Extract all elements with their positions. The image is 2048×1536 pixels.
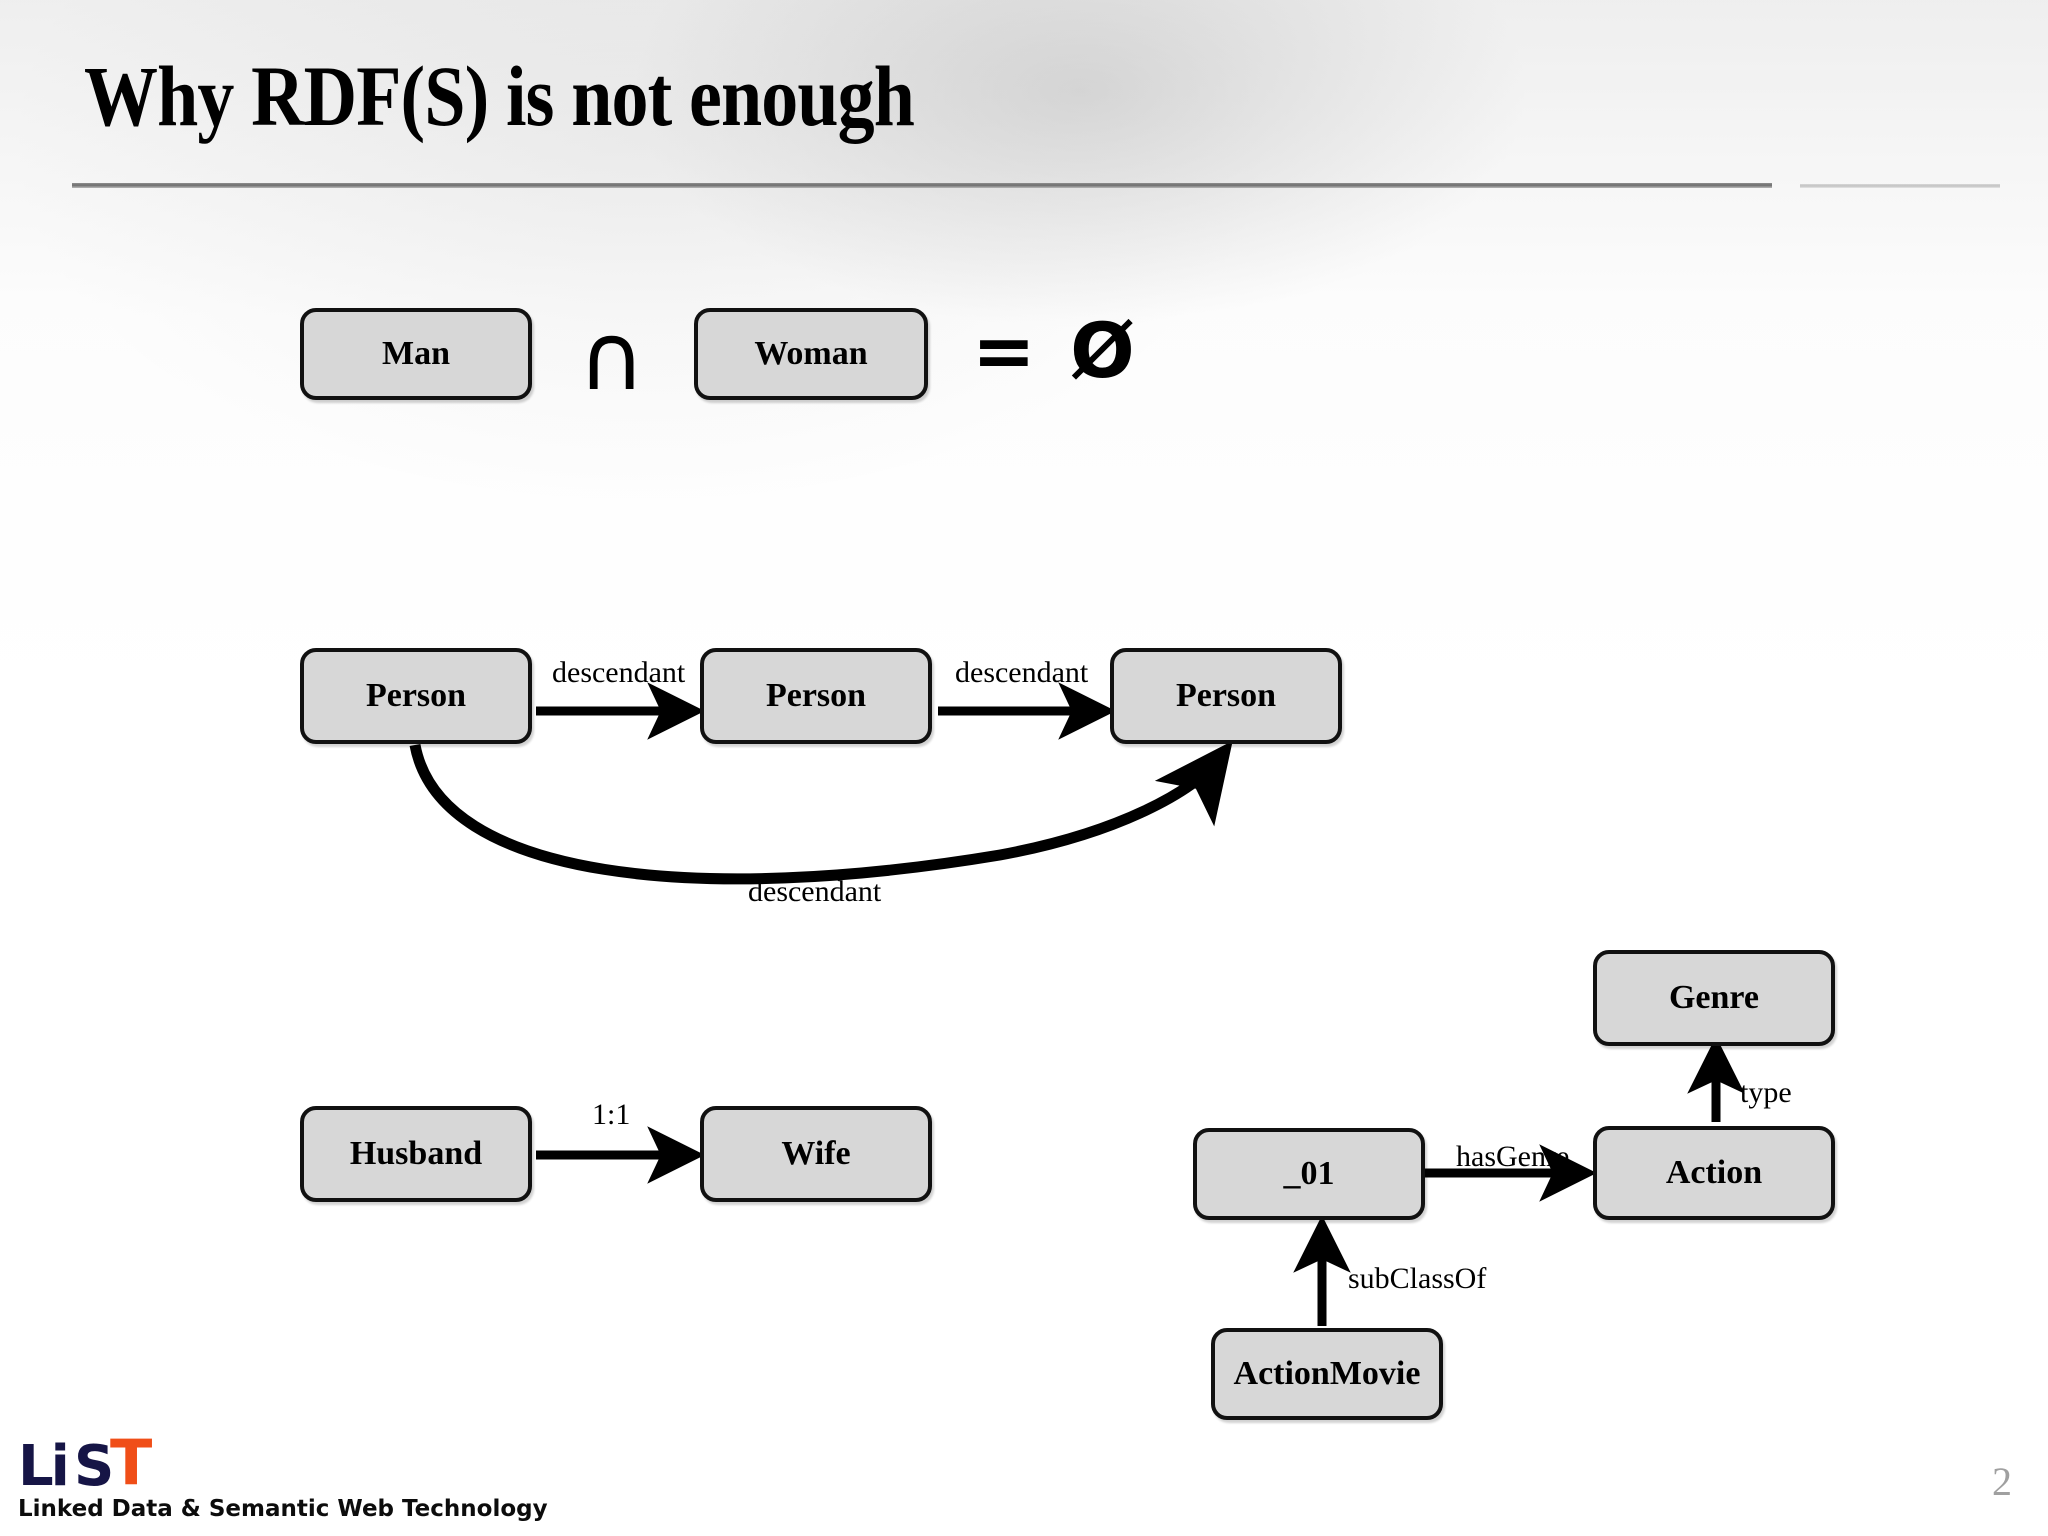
node-man[interactable]: Man — [300, 308, 532, 400]
node-action[interactable]: Action — [1593, 1126, 1835, 1220]
intersection-operator-icon: ∩ — [578, 304, 646, 411]
node-woman[interactable]: Woman — [694, 308, 928, 400]
node-wife[interactable]: Wife — [700, 1106, 932, 1202]
list-logo: Li S T Linked Data & Semantic Web Techno… — [18, 1432, 548, 1530]
node-person-3[interactable]: Person — [1110, 648, 1342, 744]
node-person-2[interactable]: Person — [700, 648, 932, 744]
edge-label-subclassof: subClassOf — [1348, 1262, 1487, 1295]
edge-person1-person3-curved — [409, 740, 1233, 885]
edge-label-descendant-2: descendant — [955, 656, 1089, 689]
page-title: Why RDF(S) is not enough — [84, 48, 915, 144]
edge-label-type: type — [1740, 1076, 1792, 1109]
node-husband[interactable]: Husband — [300, 1106, 532, 1202]
title-divider-rule-secondary — [1800, 184, 2000, 188]
node-01[interactable]: _01 — [1193, 1128, 1425, 1220]
edge-label-one-to-one: 1:1 — [592, 1098, 631, 1131]
node-actionmovie[interactable]: ActionMovie — [1211, 1328, 1443, 1420]
logo-text-li: Li — [18, 1434, 70, 1499]
equals-empty-set-operator: = Ø — [972, 306, 1139, 395]
node-person-1[interactable]: Person — [300, 648, 532, 744]
logo-text-t: T — [110, 1426, 153, 1499]
edge-label-hasgenre: hasGenre — [1456, 1140, 1570, 1173]
node-genre[interactable]: Genre — [1593, 950, 1835, 1046]
title-divider-rule — [72, 183, 1772, 188]
logo-text-s: S — [74, 1434, 115, 1499]
edge-label-descendant-1: descendant — [552, 656, 686, 689]
list-logo-mark: Li S T — [18, 1432, 178, 1499]
edge-label-descendant-3: descendant — [748, 875, 882, 908]
page-number: 2 — [1992, 1459, 2012, 1504]
logo-caption: Linked Data & Semantic Web Technology — [18, 1496, 548, 1522]
